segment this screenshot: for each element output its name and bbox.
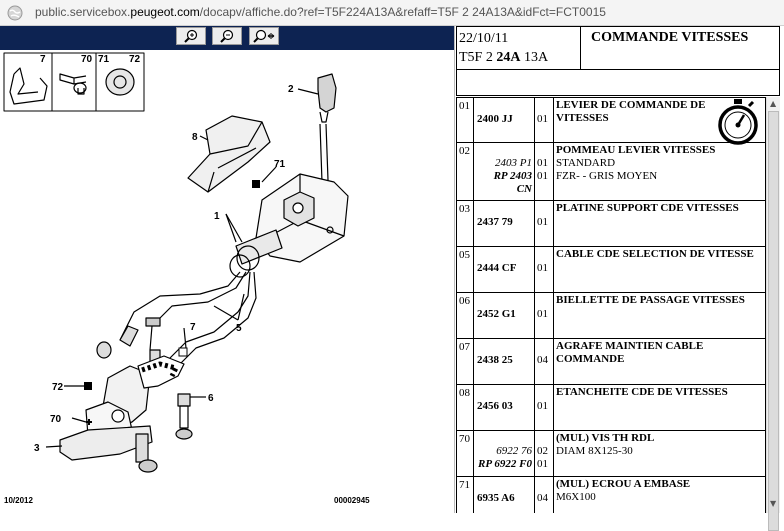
callout-1: 1 [214,211,220,222]
part-row[interactable]: 03 2437 79 01 PLATINE SUPPORT CDE VITESS… [456,201,766,247]
part-variant: STANDARD [556,157,616,169]
part-ref-alt[interactable]: RP 2403 [493,170,532,182]
part-row[interactable]: 08 2456 03 01 ETANCHEITE CDE DE VITESSES [456,385,766,431]
part-desc: AGRAFE MAINTIEN CABLE COMMANDE [556,340,704,365]
part-variant: DIAM 8X125-30 [556,445,633,457]
part-ref[interactable]: 2437 79 [477,216,513,228]
stopwatch-icon[interactable] [716,98,760,146]
part-variant: M6X100 [556,491,596,503]
parts-list[interactable]: 01 2400 JJ 01 LEVIER DE COMMANDE DE VITE… [456,97,766,513]
part-desc: POMMEAU LEVIER VITESSES [556,144,716,156]
part-row[interactable]: 06 2452 G1 01 BIELLETTE DE PASSAGE VITES… [456,293,766,339]
part-qty: 04 [537,492,548,504]
part-qty-alt: 01 [537,458,548,470]
callout-7: 7 [190,322,196,333]
scroll-thumb[interactable] [768,111,779,531]
callout-72-inset: 72 [129,54,141,65]
part-ref[interactable]: 2456 03 [477,400,513,412]
header-title: COMMANDE VITESSES [591,30,749,45]
part-number: 02 [457,143,474,200]
part-number: 03 [457,201,474,246]
part-ref[interactable]: 2444 CF [477,262,517,274]
part-desc: (MUL) VIS TH RDL [556,432,655,444]
callout-71: 71 [274,159,286,170]
globe-icon [7,5,23,21]
part-row[interactable]: 70 6922 76 RP 6922 F0 02 01 (MUL) VIS TH… [456,431,766,477]
part-desc: BIELLETTE DE PASSAGE VITESSES [556,294,745,306]
part-ref[interactable]: 2403 P1 [495,157,532,169]
part-row[interactable]: 01 2400 JJ 01 LEVIER DE COMMANDE DE VITE… [456,97,766,143]
part-desc: (MUL) ECROU A EMBASE [556,478,691,490]
address-bar[interactable]: public.servicebox.peugeot.com/docapv/aff… [0,0,784,26]
part-desc: CABLE CDE SELECTION DE VITESSE [556,248,754,260]
part-ref-alt[interactable]: RP 6922 F0 [478,458,532,470]
header-left: 22/10/11 T5F 2 24A 13A [457,27,581,69]
part-row[interactable]: 71 6935 A6 04 (MUL) ECROU A EMBASE M6X10… [456,477,766,513]
part-qty: 01 [537,216,548,228]
part-qty: 01 [537,157,548,169]
callout-70-inset: 70 [81,54,93,65]
header-spacer [457,69,779,96]
part-ref-alt-suffix: CN [516,183,532,195]
part-variant-alt: FZR- - GRIS MOYEN [556,170,658,182]
part-row[interactable]: 02 2403 P1 RP 2403 CN 01 01 POMMEAU LEVI… [456,143,766,201]
part-ref[interactable]: 2400 JJ [477,113,513,125]
part-ref[interactable]: 2452 G1 [477,308,516,320]
part-desc: LEVIER DE COMMANDE DE VITESSES [556,99,706,124]
part-number: 05 [457,247,474,292]
callout-6: 6 [208,393,214,404]
callout-70: 70 [50,414,62,425]
callout-2: 2 [288,84,294,95]
part-ref[interactable]: 2438 25 [477,354,513,366]
parts-scrollbar[interactable]: ▲ ▼ [766,97,780,531]
callout-5: 5 [236,323,242,334]
callout-7-inset: 7 [40,54,46,65]
pane-separator[interactable] [454,26,455,513]
callout-8: 8 [192,132,198,143]
header-date: 22/10/11 [459,31,509,46]
part-row[interactable]: 05 2444 CF 01 CABLE CDE SELECTION DE VIT… [456,247,766,293]
zoom-fit-button[interactable] [249,27,279,45]
part-qty: 02 [537,445,548,457]
part-desc: ETANCHEITE CDE DE VITESSES [556,386,728,398]
part-row[interactable]: 07 2438 25 04 AGRAFE MAINTIEN CABLE COMM… [456,339,766,385]
part-qty: 01 [537,262,548,274]
zoom-out-button[interactable] [212,27,242,45]
header-block: 22/10/11 T5F 2 24A 13A COMMANDE VITESSES [456,26,780,96]
part-ref[interactable]: 6935 A6 [477,492,515,504]
callout-71-inset: 71 [98,54,110,65]
part-number: 08 [457,385,474,430]
zoom-in-button[interactable] [176,27,206,45]
part-qty: 04 [537,354,548,366]
part-qty-alt: 01 [537,170,548,182]
diagram-ref: 00002945 [334,496,370,505]
diagram-date: 10/2012 [4,496,33,505]
scroll-down-icon[interactable]: ▼ [770,499,777,508]
part-number: 71 [457,477,474,513]
gearshift-drawing: 7 70 71 72 2 8 71 1 5 7 72 6 70 3 [3,52,349,473]
part-desc: PLATINE SUPPORT CDE VITESSES [556,202,739,214]
part-qty: 01 [537,400,548,412]
part-number: 06 [457,293,474,338]
part-ref[interactable]: 6922 76 [496,445,532,457]
url-text[interactable]: public.servicebox.peugeot.com/docapv/aff… [35,5,606,19]
zoom-in-icon [184,29,198,43]
scroll-up-icon[interactable]: ▲ [770,99,777,108]
part-number: 07 [457,339,474,384]
zoom-fit-icon [253,29,275,43]
part-qty: 01 [537,113,548,125]
exploded-diagram[interactable]: 7 70 71 72 2 8 71 1 5 7 72 6 70 3 10/201… [0,50,454,513]
callout-72: 72 [52,382,64,393]
part-qty: 01 [537,308,548,320]
part-number: 70 [457,431,474,476]
header-code: T5F 2 24A 13A [459,50,549,65]
callout-3: 3 [34,443,40,454]
part-number: 01 [457,98,474,142]
zoom-out-icon [220,29,234,43]
diagram-toolbar [0,26,454,50]
